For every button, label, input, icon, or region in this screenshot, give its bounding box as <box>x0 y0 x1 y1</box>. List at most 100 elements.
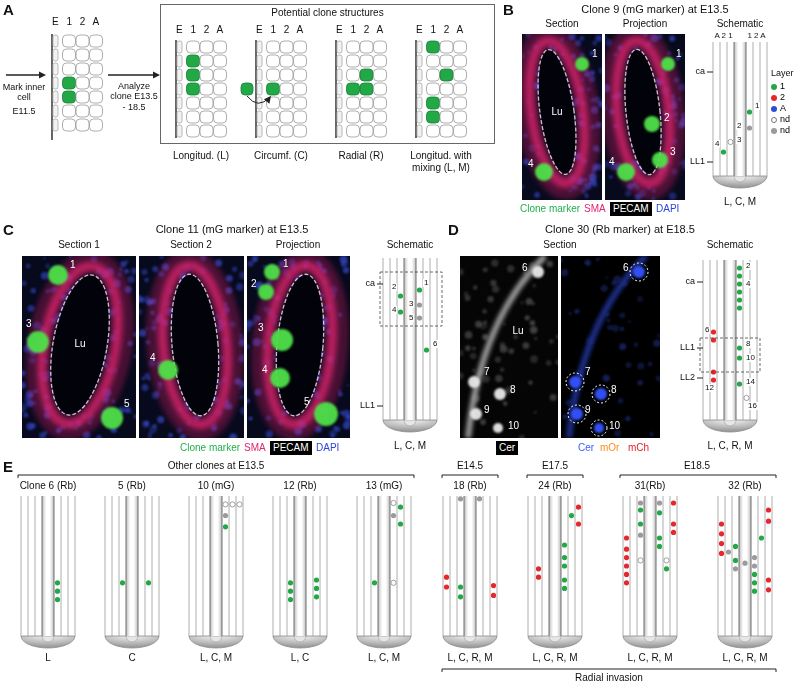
nucleus <box>549 339 554 344</box>
nucleus <box>152 266 158 272</box>
zoom-box <box>380 272 442 326</box>
bracket-line <box>620 475 776 476</box>
cell <box>374 125 387 137</box>
layer-line <box>561 496 562 636</box>
endothelial-cell <box>177 97 182 109</box>
text-label: mCh <box>628 442 649 454</box>
vessel-cap <box>703 420 757 432</box>
nucleus <box>487 296 493 302</box>
image-label: 3 <box>670 146 676 158</box>
legend-entry: 2 <box>771 93 785 102</box>
cell-dot <box>747 109 752 114</box>
cell-dot <box>624 572 629 577</box>
tissue-band <box>468 256 545 438</box>
panel-letter: C <box>3 221 14 238</box>
node-text: Cer <box>499 442 515 454</box>
nucleus <box>555 360 558 365</box>
endothelial-cell <box>257 125 262 137</box>
callout-number: 8 <box>745 340 751 348</box>
cell <box>187 111 200 123</box>
nucleus <box>500 367 505 372</box>
cell <box>427 83 440 95</box>
text-label: E14.5 <box>457 460 483 472</box>
vessel-schematic <box>273 496 327 648</box>
callout-number: 14 <box>745 378 756 386</box>
cell <box>280 55 293 67</box>
nucleus <box>656 333 660 338</box>
nucleus <box>249 417 253 421</box>
cell-outline <box>568 405 586 423</box>
cell-dot <box>752 555 757 560</box>
bracket-end <box>442 475 443 478</box>
endothelial-cell <box>257 55 262 67</box>
vessel-cap <box>273 636 327 648</box>
layer-line <box>630 496 631 636</box>
smooth-muscle-ring <box>143 256 244 438</box>
cell-layers <box>416 40 467 138</box>
cell-dot <box>733 558 738 563</box>
cell-dot <box>737 265 742 270</box>
cell <box>267 125 280 137</box>
cell-layers <box>241 40 307 138</box>
legend-text: A <box>780 103 786 113</box>
cell-dot <box>744 395 749 400</box>
text-label: E17.5 <box>542 460 568 472</box>
image-label: 3 <box>258 322 264 334</box>
endothelial-cell <box>177 69 182 81</box>
text-label: Schematic <box>387 239 434 251</box>
nucleus <box>596 257 600 261</box>
nucleus <box>472 368 475 371</box>
position-tick <box>697 282 703 283</box>
cell-dot <box>444 584 449 589</box>
text-label: Clone 9 (mG marker) at E13.5 <box>581 3 728 16</box>
cell-dot <box>562 586 567 591</box>
text-label: 5 (Rb) <box>118 480 146 492</box>
layer-line <box>736 260 737 420</box>
layer-line <box>732 496 733 636</box>
vessel-cap <box>189 636 243 648</box>
cell-dot <box>55 580 60 585</box>
legend-text: nd <box>780 114 790 124</box>
cell <box>187 125 200 137</box>
cell <box>454 125 467 137</box>
nucleus <box>595 35 602 42</box>
layer-line <box>327 496 328 636</box>
layer-line <box>397 496 398 636</box>
nucleus <box>144 278 148 282</box>
callout-number: 2 <box>745 262 751 270</box>
nucleus <box>601 285 608 292</box>
vessel-cap <box>623 636 677 648</box>
cell-dot <box>719 541 724 546</box>
text-label: 31(Rb) <box>635 480 666 492</box>
image-label: 4 <box>609 156 615 168</box>
cell <box>76 91 89 103</box>
lumen <box>378 496 390 636</box>
text-label: 13 (mG) <box>366 480 403 492</box>
clone-cell <box>575 57 589 71</box>
cell <box>360 125 373 137</box>
cell <box>214 111 227 123</box>
nucleus <box>480 322 488 330</box>
lumen-edge <box>335 40 337 138</box>
clone-cell <box>48 265 68 285</box>
endothelial-cell <box>53 35 58 47</box>
cell-dot <box>477 496 482 501</box>
image-label: 5 <box>304 396 310 408</box>
layer-line <box>320 496 321 636</box>
lumen <box>210 496 222 636</box>
layer-line <box>677 496 678 636</box>
text-label: L, C, M <box>368 652 400 664</box>
endothelium <box>531 47 582 177</box>
text-label: 32 (Rb) <box>728 480 761 492</box>
cell <box>200 125 213 137</box>
cell <box>90 91 103 103</box>
layer-line <box>751 496 752 636</box>
cell-dot <box>417 302 422 307</box>
layer-line <box>313 496 314 636</box>
cell-dot <box>664 558 669 563</box>
layer-line <box>383 258 384 420</box>
cell-dot <box>417 287 422 292</box>
vessel-cap <box>383 420 437 432</box>
text-label: E 1 2 A <box>176 24 223 36</box>
cell-dot <box>624 580 629 585</box>
